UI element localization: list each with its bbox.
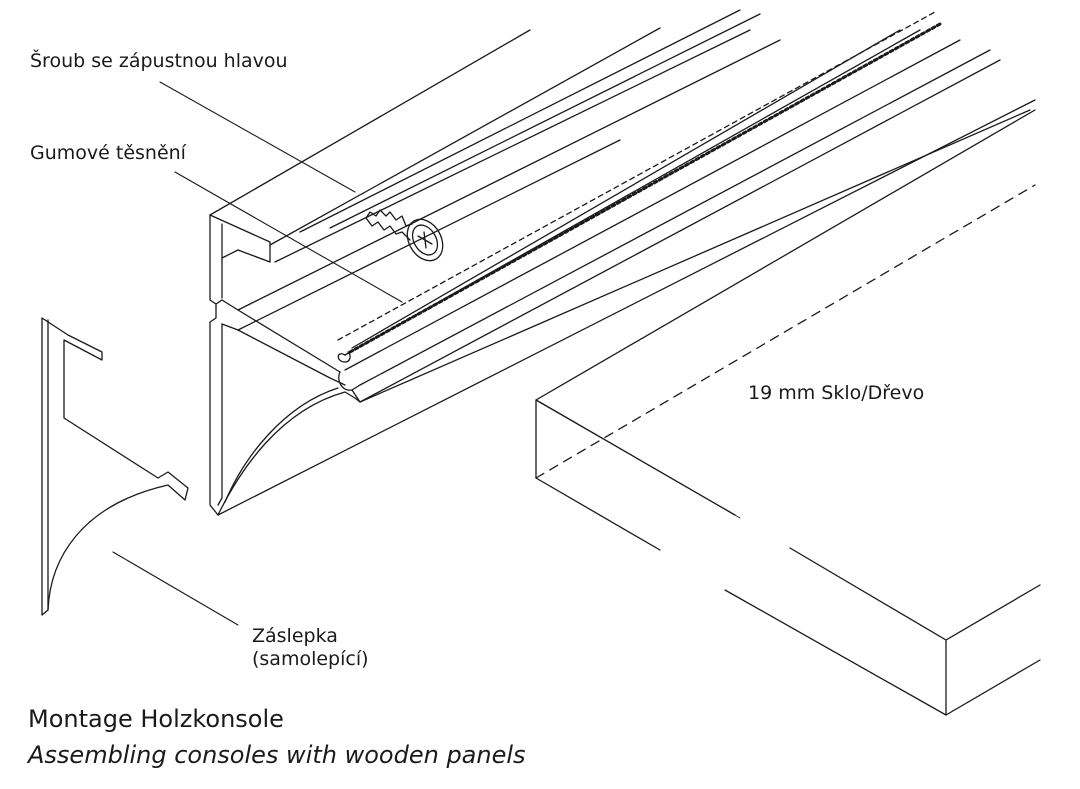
gasket-label: Gumové těsnění (30, 142, 186, 164)
aluminium-profile (210, 10, 1035, 515)
end-cap (42, 318, 188, 615)
panel-label: 19 mm Sklo/Dřevo (748, 382, 925, 404)
rubber-gasket (338, 12, 940, 352)
countersunk-screw (366, 210, 444, 262)
end-cap-label: Záslepka (252, 625, 338, 647)
glass-wood-panel (536, 110, 1040, 715)
caption-title: Montage Holzkonsole (28, 705, 284, 733)
end-cap-sublabel: (samolepící) (252, 648, 369, 670)
caption-subtitle: Assembling consoles with wooden panels (28, 741, 526, 769)
screw-label: Šroub se zápustnou hlavou (30, 50, 288, 72)
leader-lines (113, 82, 402, 625)
